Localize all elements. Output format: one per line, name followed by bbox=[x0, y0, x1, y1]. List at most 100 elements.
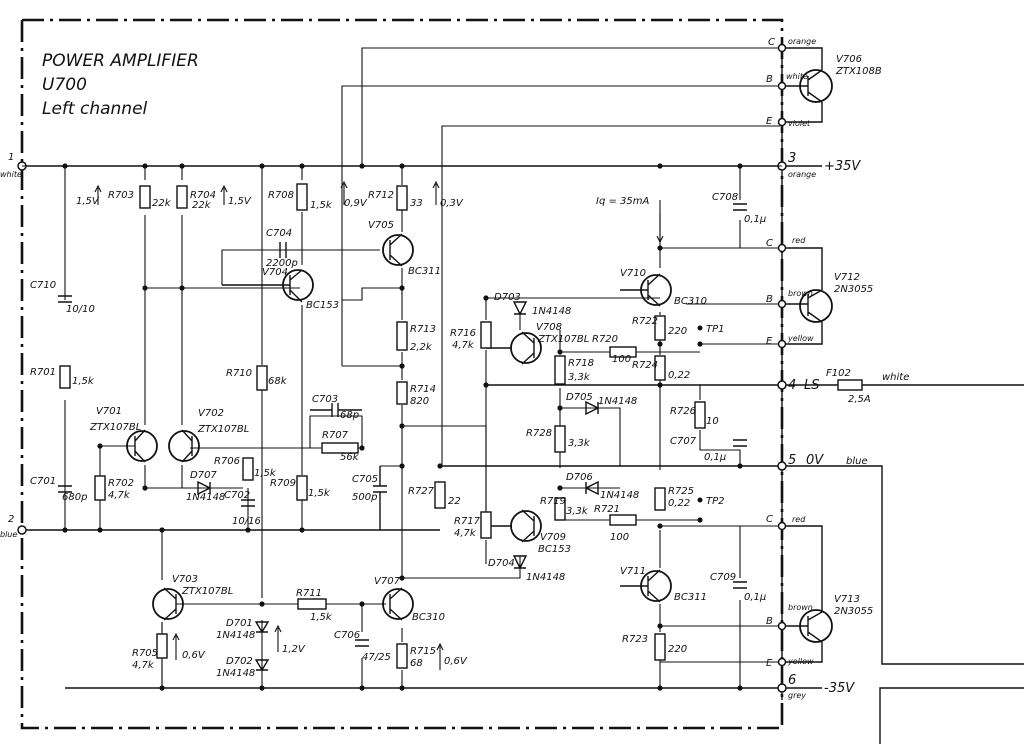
transistor-v713: V713 2N3055 bbox=[786, 525, 873, 663]
svg-text:R709: R709 bbox=[270, 478, 296, 489]
svg-text:2N3055: 2N3055 bbox=[834, 284, 873, 295]
transistor-v704: V704 BC153 bbox=[222, 267, 339, 311]
svg-text:C708: C708 bbox=[712, 192, 738, 203]
svg-text:-35V: -35V bbox=[824, 681, 855, 696]
svg-text:R702: R702 bbox=[108, 478, 134, 489]
title-block: POWER AMPLIFIER U700 Left channel bbox=[42, 51, 199, 119]
svg-text:1: 1 bbox=[8, 152, 14, 163]
svg-text:B: B bbox=[766, 294, 773, 305]
resistor-r721: R721 100 bbox=[594, 504, 637, 543]
svg-text:1N4148: 1N4148 bbox=[186, 492, 225, 503]
svg-text:0,9V: 0,9V bbox=[344, 198, 368, 209]
svg-text:R724: R724 bbox=[632, 360, 658, 371]
svg-text:1N4148: 1N4148 bbox=[216, 630, 255, 641]
svg-text:grey: grey bbox=[788, 691, 806, 700]
svg-text:blue: blue bbox=[846, 456, 868, 467]
svg-text:1,5k: 1,5k bbox=[310, 200, 333, 211]
svg-text:R719: R719 bbox=[540, 496, 566, 507]
resistor-r701: R701 1,5k bbox=[30, 365, 95, 389]
svg-text:V703: V703 bbox=[172, 574, 198, 585]
svg-text:V705: V705 bbox=[368, 220, 394, 231]
resistor-r709: R709 1,5k bbox=[270, 475, 331, 501]
svg-text:TP2: TP2 bbox=[706, 496, 725, 507]
svg-text:220: 220 bbox=[668, 644, 687, 655]
svg-text:0,22: 0,22 bbox=[668, 370, 690, 381]
capacitor-c710: C710 10/10 bbox=[30, 280, 95, 315]
resistor-r720: R720 100 bbox=[592, 334, 637, 365]
svg-text:1,5k: 1,5k bbox=[310, 612, 333, 623]
svg-text:V709: V709 bbox=[540, 532, 566, 543]
svg-text:V707: V707 bbox=[374, 576, 401, 587]
svg-text:brown: brown bbox=[788, 603, 813, 612]
terminal-6: 6 grey -35V bbox=[777, 673, 1024, 744]
transistor-v701: V701 ZTX107BL bbox=[89, 406, 158, 463]
svg-text:4,7k: 4,7k bbox=[132, 660, 155, 671]
svg-text:C: C bbox=[766, 514, 773, 525]
svg-text:68p: 68p bbox=[340, 410, 359, 421]
resistor-r704: R704 22k bbox=[176, 185, 216, 211]
svg-text:2N3055: 2N3055 bbox=[834, 606, 873, 617]
svg-text:red: red bbox=[792, 515, 806, 524]
capacitor-c707: C707 0,1µ bbox=[670, 436, 747, 463]
resistor-r723: R723 220 bbox=[622, 633, 687, 661]
capacitor-c701: C701 680p bbox=[30, 476, 87, 503]
svg-text:R708: R708 bbox=[268, 190, 294, 201]
resistor-r718: R718 3,3k bbox=[554, 355, 594, 385]
svg-text:100: 100 bbox=[610, 532, 629, 543]
svg-text:red: red bbox=[792, 236, 806, 245]
svg-text:5: 5 bbox=[788, 453, 796, 468]
transistor-v708: V708 ZTX107BL bbox=[486, 322, 589, 365]
svg-text:4,7k: 4,7k bbox=[454, 528, 477, 539]
svg-text:R722: R722 bbox=[632, 316, 658, 327]
transistor-v709: V709 BC153 bbox=[486, 509, 571, 555]
svg-text:0V: 0V bbox=[806, 453, 824, 468]
svg-text:V712: V712 bbox=[834, 272, 860, 283]
svg-text:10/10: 10/10 bbox=[66, 304, 95, 315]
svg-text:D704: D704 bbox=[488, 558, 515, 569]
svg-text:V711: V711 bbox=[620, 566, 646, 577]
svg-text:0,1µ: 0,1µ bbox=[744, 592, 766, 603]
svg-text:1N4148: 1N4148 bbox=[216, 668, 255, 679]
svg-text:R701: R701 bbox=[30, 367, 56, 378]
svg-text:white: white bbox=[786, 72, 808, 81]
resistor-r726: R726 10 bbox=[670, 401, 719, 429]
svg-text:B: B bbox=[766, 74, 773, 85]
capacitor-c705: C705 500p bbox=[352, 466, 387, 530]
resistor-r722: R722 220 bbox=[632, 315, 687, 341]
svg-text:2,2k: 2,2k bbox=[410, 342, 433, 353]
svg-text:BC310: BC310 bbox=[412, 612, 445, 623]
svg-text:R727: R727 bbox=[408, 486, 435, 497]
svg-text:1,5V: 1,5V bbox=[76, 196, 100, 207]
svg-text:V708: V708 bbox=[536, 322, 562, 333]
resistor-r702: R702 4,7k bbox=[94, 475, 134, 501]
test-point-tp1: TP1 bbox=[697, 324, 725, 335]
svg-text:10: 10 bbox=[706, 416, 719, 427]
diode-d703: D703 1N4148 bbox=[494, 292, 571, 317]
svg-text:yellow: yellow bbox=[787, 334, 814, 343]
title-line-3: Left channel bbox=[42, 99, 148, 119]
resistor-r719: R719 3,3k bbox=[540, 496, 589, 521]
svg-text:22k: 22k bbox=[152, 198, 172, 209]
svg-text:68k: 68k bbox=[268, 376, 288, 387]
svg-text:C706: C706 bbox=[334, 630, 360, 641]
svg-text:B: B bbox=[766, 616, 773, 627]
svg-text:Iq = 35mA: Iq = 35mA bbox=[596, 196, 649, 207]
svg-text:2,5A: 2,5A bbox=[848, 394, 871, 405]
svg-text:1,2V: 1,2V bbox=[282, 644, 306, 655]
svg-text:R703: R703 bbox=[108, 190, 134, 201]
svg-text:R711: R711 bbox=[296, 588, 322, 599]
svg-text:R705: R705 bbox=[132, 648, 158, 659]
v712-pins: C red B brown E yellow bbox=[766, 236, 814, 349]
transistor-v710: V710 BC310 bbox=[620, 268, 707, 307]
svg-text:F102: F102 bbox=[826, 368, 851, 379]
svg-text:0,1µ: 0,1µ bbox=[704, 452, 726, 463]
svg-text:ZTX108B: ZTX108B bbox=[835, 66, 882, 77]
diode-d705: D705 1N4148 bbox=[566, 392, 637, 416]
transistor-v706: V706 ZTX108B bbox=[786, 47, 882, 123]
svg-text:V710: V710 bbox=[620, 268, 646, 279]
svg-text:C701: C701 bbox=[30, 476, 56, 487]
svg-text:0,6V: 0,6V bbox=[444, 656, 468, 667]
svg-text:C702: C702 bbox=[224, 490, 250, 501]
svg-text:V701: V701 bbox=[96, 406, 122, 417]
svg-text:1N4148: 1N4148 bbox=[600, 490, 639, 501]
